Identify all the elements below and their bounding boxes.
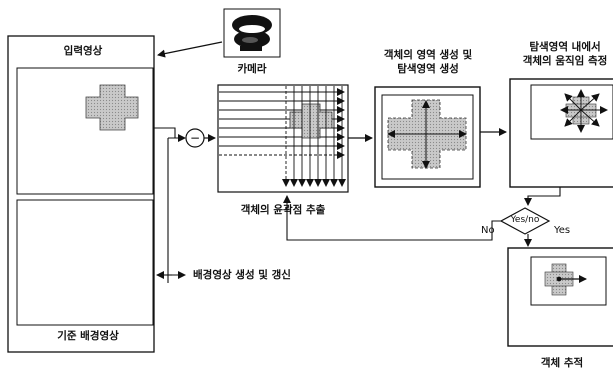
reference-background-label: 기준 배경영상 [57, 330, 119, 342]
no-feedback-arrow [283, 195, 501, 241]
region-generation-label-2: 탐색영역 생성 [397, 63, 459, 75]
left-panel [7, 35, 155, 353]
object-tracking-box [507, 247, 613, 347]
object-shape [85, 84, 139, 131]
motion-measure-label-1: 탐색영역 내에서 [529, 41, 601, 53]
camera-icon [223, 8, 281, 58]
background-update-label: 배경영상 생성 및 갱신 [193, 269, 291, 281]
input-image-frame [16, 67, 154, 195]
object-tracking-label: 객체 추적 [540, 357, 584, 369]
contour-extraction-label: 객체의 윤곽점 추출 [240, 204, 326, 216]
reference-background-frame [16, 199, 154, 326]
yes-label: Yes [554, 225, 571, 236]
decision-diamond [499, 207, 551, 235]
contour-extraction-box [217, 84, 349, 193]
camera-arrow [157, 41, 223, 58]
input-image-label: 입력영상 [63, 45, 103, 57]
no-label: No [481, 225, 495, 236]
region-generation-box [374, 86, 481, 188]
input-to-subtract [154, 127, 186, 142]
motion-measure-label-2: 객체의 움직임 측정 [522, 55, 608, 67]
region-generation-label-1: 객체의 영역 생성 및 [383, 49, 473, 61]
decision-label: Yes/no [510, 215, 540, 225]
subtract-symbol: − [190, 131, 200, 145]
motion-measure-box [509, 78, 613, 188]
camera-label: 카메라 [237, 63, 267, 75]
